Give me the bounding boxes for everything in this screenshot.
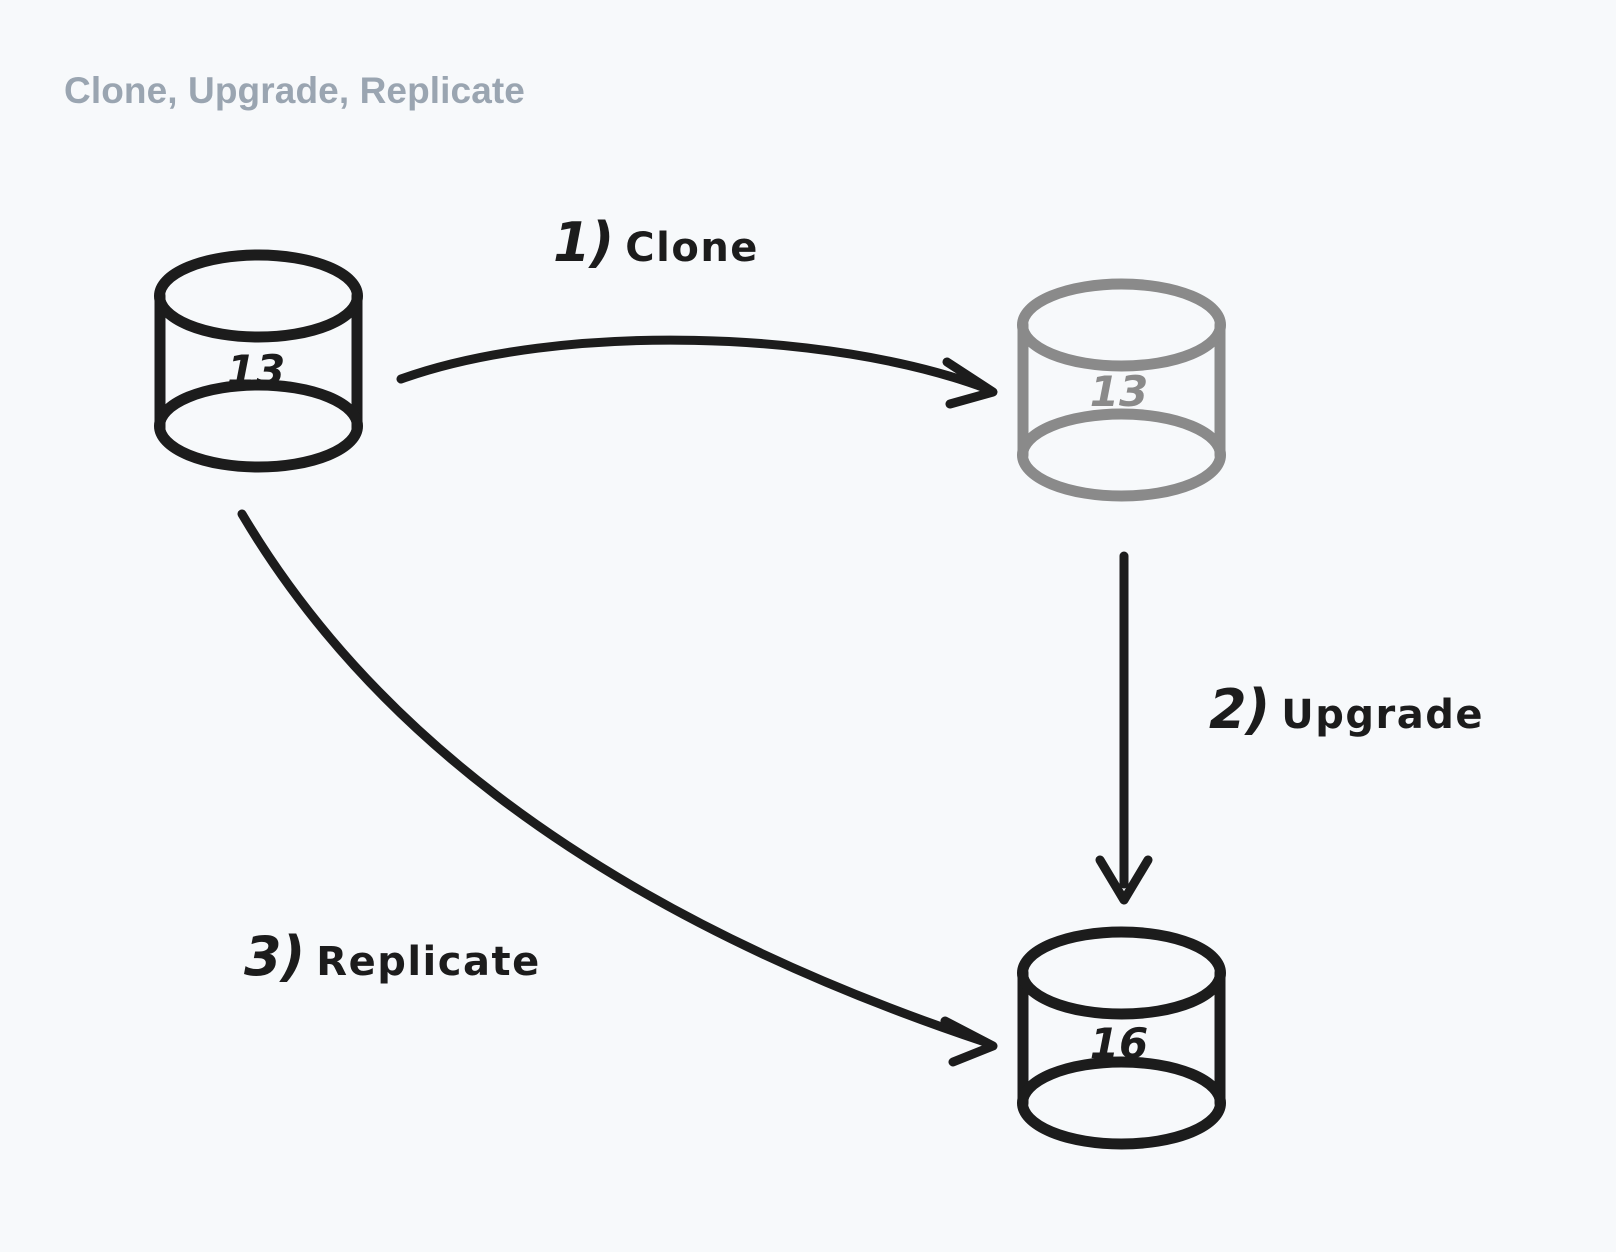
edge-label-replicate: 3)Replicate <box>244 930 541 984</box>
edge-label-replicate-word: Replicate <box>316 939 541 985</box>
cylinder-top-ellipse <box>154 249 363 343</box>
arrow-clone-shaft <box>396 335 990 393</box>
cylinder-top-ellipse <box>1017 278 1226 372</box>
arrow-replicate <box>237 509 998 1067</box>
arrow-clone-head <box>942 357 998 409</box>
edge-label-clone: 1)Clone <box>553 216 759 270</box>
edge-label-upgrade: 2)Upgrade <box>1209 683 1484 737</box>
edge-label-upgrade-number: 2) <box>1209 678 1270 741</box>
arrow-replicate-shaft <box>237 509 990 1047</box>
cylinder-bottom-ellipse <box>1017 1056 1226 1150</box>
arrow-upgrade-head <box>1095 855 1153 905</box>
edge-label-clone-word: Clone <box>625 225 759 271</box>
arrow-upgrade <box>1095 551 1153 905</box>
page-title: Clone, Upgrade, Replicate <box>64 70 525 111</box>
database-node-upgraded[interactable] <box>1017 926 1226 1150</box>
edge-label-replicate-number: 3) <box>244 925 305 988</box>
database-value-upgraded: 16 <box>1090 1019 1148 1068</box>
arrow-replicate-head <box>940 1016 998 1067</box>
arrow-clone <box>396 335 998 409</box>
edge-label-clone-number: 1) <box>553 211 614 274</box>
cylinder-bottom-ellipse <box>1017 408 1226 502</box>
database-value-source: 13 <box>227 346 285 395</box>
cylinder-bottom-ellipse <box>154 379 363 473</box>
database-node-clone[interactable] <box>1017 278 1226 502</box>
edge-label-upgrade-word: Upgrade <box>1281 692 1484 738</box>
cylinder-top-ellipse <box>1017 926 1226 1020</box>
database-value-clone: 13 <box>1090 367 1148 416</box>
database-node-source[interactable] <box>154 249 363 473</box>
